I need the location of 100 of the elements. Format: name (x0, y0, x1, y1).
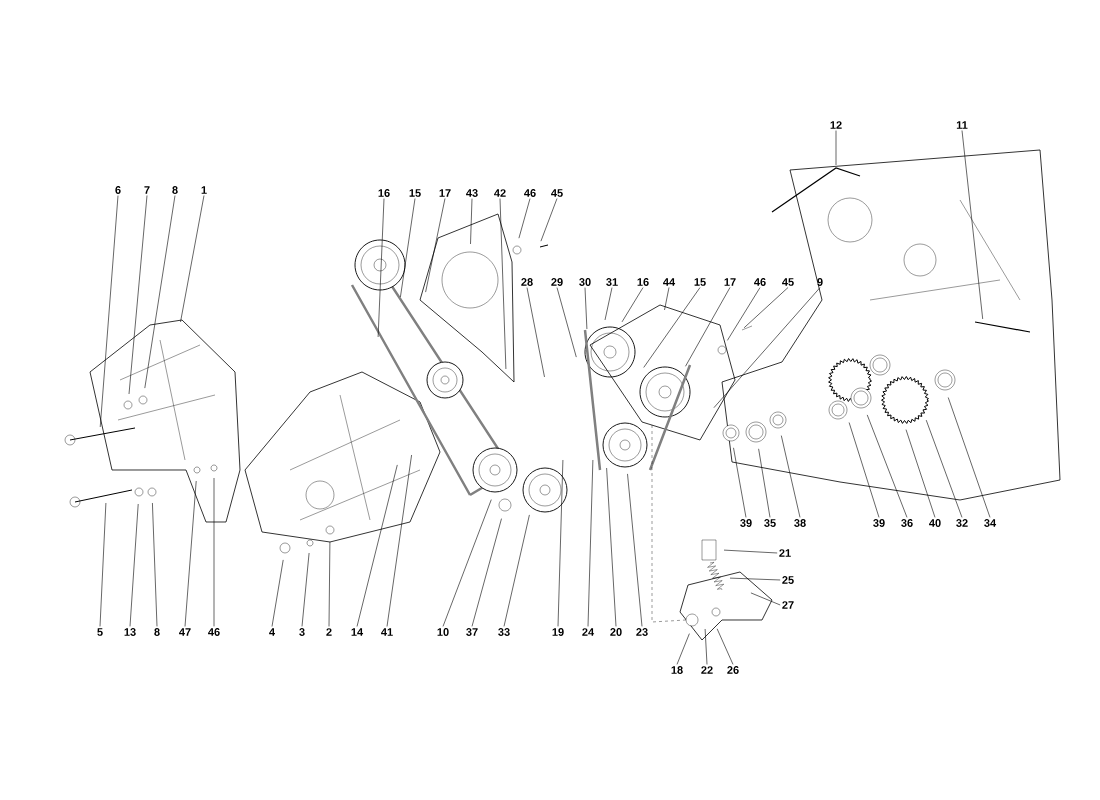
leader-line (947, 397, 991, 518)
callout-number: 12 (830, 121, 842, 129)
callout-number: 9 (817, 278, 823, 286)
leader-line (723, 549, 778, 554)
leader-line (152, 502, 158, 627)
leader-line (99, 195, 119, 428)
leader-line (499, 198, 507, 370)
callout-number: 28 (521, 278, 533, 286)
leader-line (356, 464, 398, 627)
callout-number: 40 (929, 519, 941, 527)
leader-line (184, 480, 197, 627)
leader-line (925, 419, 963, 518)
leader-line (729, 577, 781, 581)
leader-line (716, 628, 734, 665)
leader-line (213, 477, 215, 627)
leader-line (556, 287, 577, 358)
callout-number: 46 (754, 278, 766, 286)
leader-line (557, 459, 564, 627)
callout-number: 33 (498, 628, 510, 636)
callout-number: 1 (201, 186, 207, 194)
leader-line (129, 503, 139, 627)
leader-line (704, 628, 708, 665)
callout-number: 3 (299, 628, 305, 636)
leader-line (400, 198, 416, 298)
callout-number: 34 (984, 519, 997, 527)
callout-number: 45 (782, 278, 794, 286)
callout-number: 16 (378, 189, 390, 197)
leader-line (713, 287, 821, 408)
callout-number: 17 (439, 189, 451, 197)
callout-number: 39 (873, 519, 885, 527)
callout-number: 4 (269, 628, 275, 636)
callout-number: 15 (409, 189, 421, 197)
callout-number: 38 (794, 519, 806, 527)
leader-line (377, 198, 385, 338)
leader-line (584, 287, 588, 330)
callout-number: 15 (694, 278, 706, 286)
callout-number: 27 (782, 601, 794, 609)
leader-line (518, 198, 531, 239)
leader-line (676, 633, 690, 665)
callout-number: 16 (637, 278, 649, 286)
callout-number: 46 (524, 189, 536, 197)
leader-line (848, 422, 880, 518)
callout-number: 24 (582, 628, 595, 636)
leader-line (643, 287, 701, 368)
callout-number: 46 (208, 628, 220, 636)
callout-number: 26 (727, 666, 739, 674)
callout-number: 2 (326, 628, 332, 636)
callout-number: 21 (779, 549, 791, 557)
leader-line (835, 130, 837, 166)
leader-line (604, 287, 613, 321)
leader-line (961, 130, 983, 320)
callout-number: 13 (124, 628, 136, 636)
callout-number: 43 (466, 189, 478, 197)
callout-number: 47 (179, 628, 191, 636)
callout-number: 42 (494, 189, 506, 197)
leader-line (866, 414, 908, 518)
leader-line (627, 473, 643, 627)
leader-line (526, 287, 545, 378)
leader-line (540, 198, 558, 242)
leader-line (750, 592, 781, 606)
leader-line (471, 518, 502, 627)
leader-line (180, 195, 205, 323)
callout-number: 39 (740, 519, 752, 527)
leader-line (621, 287, 644, 323)
leader-line (271, 559, 284, 627)
callout-number: 11 (956, 121, 968, 129)
leader-line (743, 287, 789, 329)
callout-number: 36 (901, 519, 913, 527)
leader-line (587, 459, 594, 627)
callout-number: 18 (671, 666, 683, 674)
leader-line (905, 429, 936, 518)
leader-line (685, 287, 731, 367)
callout-number: 7 (144, 186, 150, 194)
callout-number: 30 (579, 278, 591, 286)
leader-line (606, 467, 617, 627)
callout-number: 41 (381, 628, 393, 636)
leader-line (470, 198, 473, 245)
callout-number: 23 (636, 628, 648, 636)
callout-number: 25 (782, 576, 794, 584)
leader-line (727, 287, 761, 341)
callout-number: 5 (97, 628, 103, 636)
leader-line (442, 499, 492, 627)
leader-line (328, 541, 331, 627)
leader-line (386, 454, 412, 627)
callout-number: 37 (466, 628, 478, 636)
callout-number: 19 (552, 628, 564, 636)
leader-line (758, 448, 771, 518)
callout-number: 29 (551, 278, 563, 286)
callout-number: 20 (610, 628, 622, 636)
callout-number: 14 (351, 628, 364, 636)
leader-line (781, 435, 801, 518)
callout-number: 44 (663, 278, 676, 286)
callout-number: 35 (764, 519, 776, 527)
leader-line (664, 287, 670, 311)
leader-line (425, 198, 446, 293)
leader-line (99, 502, 107, 627)
leader-line (301, 552, 310, 627)
leader-line (503, 514, 530, 627)
callout-number: 31 (606, 278, 618, 286)
callout-number: 45 (551, 189, 563, 197)
